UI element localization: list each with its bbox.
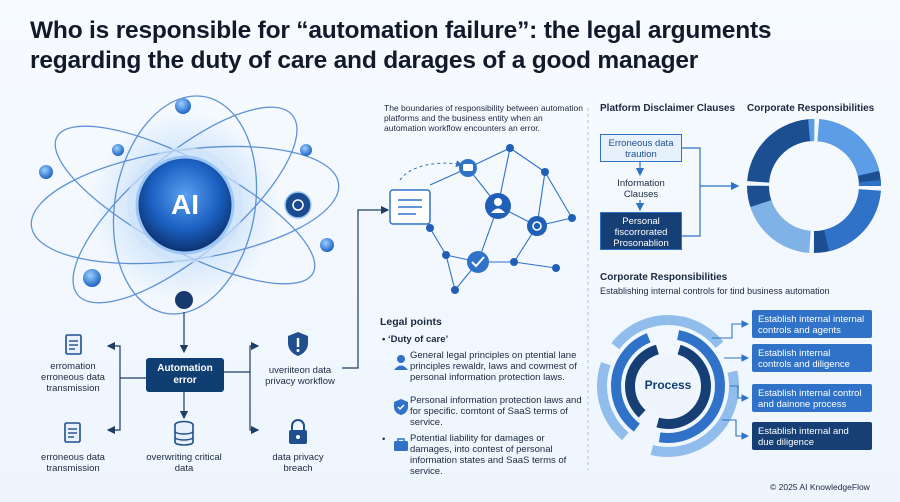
page-title: Who is responsible for “automation failu… <box>30 17 772 74</box>
information-clauses-label: Information Clauses <box>617 178 665 200</box>
check-icon <box>467 251 489 273</box>
ai-atom-graphic <box>30 95 340 315</box>
corporate-box-1: Establish internal internal controls and… <box>752 310 872 338</box>
shield-icon <box>392 398 410 416</box>
corporate-subheading: Establishing internal controls for tind … <box>600 286 830 296</box>
document-icon <box>62 333 86 357</box>
corporate-heading: Corporate Responsibilities <box>600 272 728 283</box>
briefcase-icon <box>392 436 410 454</box>
legal-points-heading: Legal points <box>380 316 442 328</box>
bullet-dot: • <box>382 434 386 445</box>
lock-icon <box>285 418 311 446</box>
footer-copyright: © 2025 AI KnowledgeFlow <box>770 482 870 492</box>
legal-item-personal-info: Personal information protection laws and… <box>410 395 582 428</box>
corporate-box-2: Establish internal controls and diligenc… <box>752 344 872 372</box>
erroneous-data-box: Erroneous data traution <box>600 134 682 162</box>
node-label-privacy-workflow: uveriiteon data privacy workflow <box>265 365 335 387</box>
disclaimer-heading: Platform Disclaimer Clauses <box>600 103 736 114</box>
gear-icon <box>292 199 304 211</box>
person-icon <box>392 353 410 371</box>
gear-icon <box>527 216 547 236</box>
duty-of-care-label: ‘Duty of care’ <box>387 334 449 345</box>
boundary-description: The boundaries of responsibility between… <box>384 103 583 133</box>
warning-shield-icon <box>284 330 312 358</box>
document-icon <box>60 420 86 446</box>
corporate-box-3: Establish internal control and dainone p… <box>752 384 872 412</box>
process-rings-graphic <box>597 315 739 457</box>
network-graphic <box>389 144 576 294</box>
node-label-erroneous-transmission: erromation erroneous data transmission <box>41 361 105 394</box>
ring-chart-graphic <box>746 118 882 254</box>
ai-label: AI <box>171 189 199 220</box>
node-label-erroneous-data: erroneous data transmission <box>41 452 105 474</box>
corporate-box-4: Establish internal and due diligence <box>752 422 872 450</box>
node-label-overwriting: overwriting critical data <box>146 452 222 474</box>
legal-item-general: General legal principles on ptential lan… <box>410 350 577 383</box>
corporate-heading-top: Corporate Responsibilities <box>747 103 875 114</box>
database-icon <box>171 420 197 448</box>
node-label-privacy-breach: data privacy breach <box>272 452 324 474</box>
process-label: Process <box>644 378 692 392</box>
legal-bullet-duty-of-care: • ‘Duty of care’ <box>382 334 449 345</box>
personal-box: Personal fiscorrorated Prosonablion <box>600 212 682 250</box>
automation-error-box: Automation error <box>146 358 224 392</box>
legal-item-liability: Potential liability for damages or damag… <box>410 433 567 477</box>
